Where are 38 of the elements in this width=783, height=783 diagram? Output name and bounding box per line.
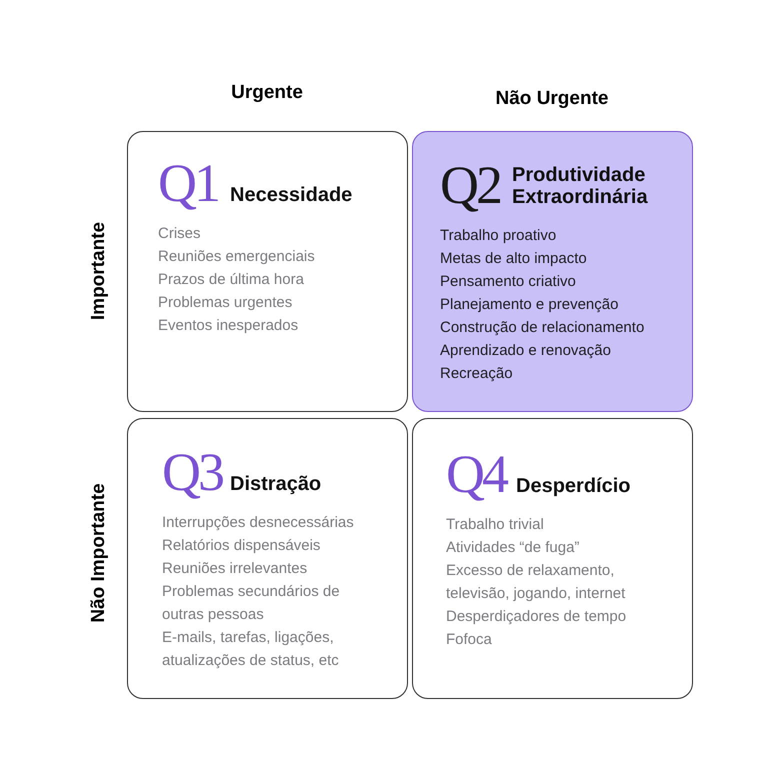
list-item: Metas de alto impacto [440, 249, 588, 269]
list-item: Recreação [440, 364, 514, 384]
list-item: Aprendizado e renovação [440, 341, 612, 361]
quadrant-card [412, 418, 693, 699]
list-item: Reuniões irrelevantes [162, 559, 308, 579]
list-item: Problemas secundários de outras pessoas [162, 582, 341, 625]
column-header: Não Urgente [496, 88, 608, 110]
quadrant-card [127, 418, 408, 699]
quadrant-title: Produtividade Extraordinária [512, 164, 649, 208]
list-item: Pensamento criativo [440, 272, 577, 292]
list-item: Problemas urgentes [158, 293, 294, 313]
quadrant-title: Necessidade [230, 184, 352, 206]
list-item: Atividades “de fuga” [446, 538, 580, 558]
list-item: Construção de relacionamento [440, 318, 646, 338]
row-header: Não Importante [88, 483, 110, 623]
quadrant-number: Q4 [446, 447, 506, 501]
list-item: E-mails, tarefas, ligações, atualizações de status, etc [162, 628, 340, 671]
quadrant-title: Distração [230, 473, 322, 495]
quadrant-number: Q3 [162, 445, 222, 499]
quadrant-number: Q2 [440, 158, 500, 212]
list-item: Planejamento e prevenção [440, 295, 620, 315]
list-item: Fofoca [446, 630, 493, 650]
quadrant-title: Desperdício [516, 475, 630, 497]
row-header: Importante [88, 222, 110, 320]
list-item: Desperdiçadores de tempo [446, 607, 628, 627]
quadrant-number: Q1 [158, 156, 218, 210]
list-item: Trabalho proativo [440, 226, 558, 246]
quadrant-card [412, 131, 693, 412]
list-item: Eventos inesperados [158, 316, 300, 336]
list-item: Excesso de relaxamento, televisão, jogando, internet [446, 561, 626, 604]
list-item: Interrupções desnecessárias [162, 513, 355, 533]
list-item: Relatórios dispensáveis [162, 536, 322, 556]
column-header: Urgente [231, 82, 303, 104]
list-item: Prazos de última hora [158, 270, 305, 290]
list-item: Crises [158, 224, 202, 244]
quadrant-card [127, 131, 408, 412]
list-item: Trabalho trivial [446, 515, 545, 535]
list-item: Reuniões emergenciais [158, 247, 316, 267]
